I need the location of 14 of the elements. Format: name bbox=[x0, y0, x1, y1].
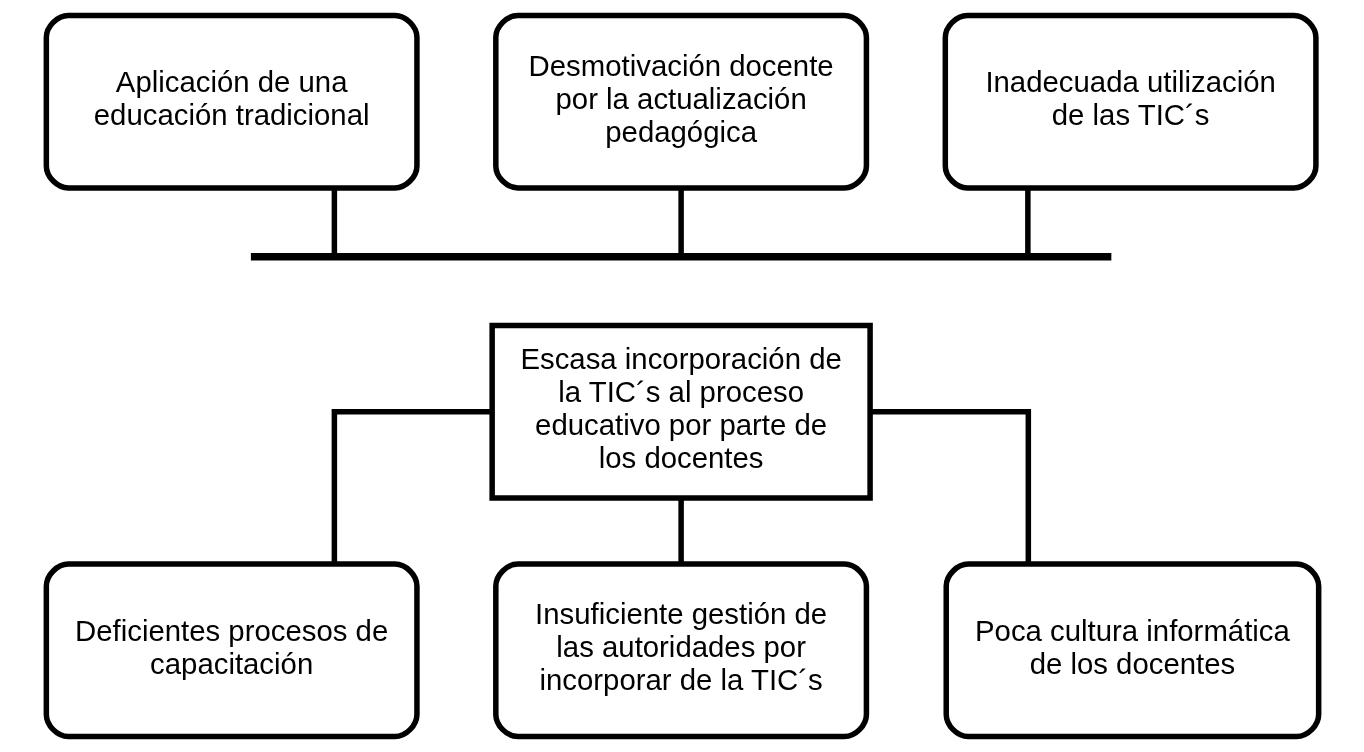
connector bbox=[870, 409, 1031, 564]
connector bbox=[331, 409, 492, 564]
connector bbox=[677, 188, 684, 254]
node-box: Poca cultura informática de los docentes bbox=[943, 561, 1321, 740]
node-box: Inadecuada utilización de las TIC´s bbox=[942, 12, 1319, 191]
connector bbox=[331, 188, 337, 254]
node-box: Escasa incorporación de la TIC´s al proceso educativo por parte de los docentes bbox=[488, 322, 873, 501]
node-bar bbox=[250, 253, 1111, 261]
connector bbox=[677, 498, 684, 564]
connector bbox=[1024, 188, 1031, 254]
node-box: Deficientes procesos de capacitación bbox=[43, 561, 420, 740]
node-box: Desmotivación docente por la actualización pedagógica bbox=[492, 12, 869, 191]
node-box: Aplicación de una educación tradicional bbox=[43, 12, 420, 191]
node-box: Insuficiente gestión de las autoridades por incorporar de la TIC´s bbox=[492, 561, 869, 740]
